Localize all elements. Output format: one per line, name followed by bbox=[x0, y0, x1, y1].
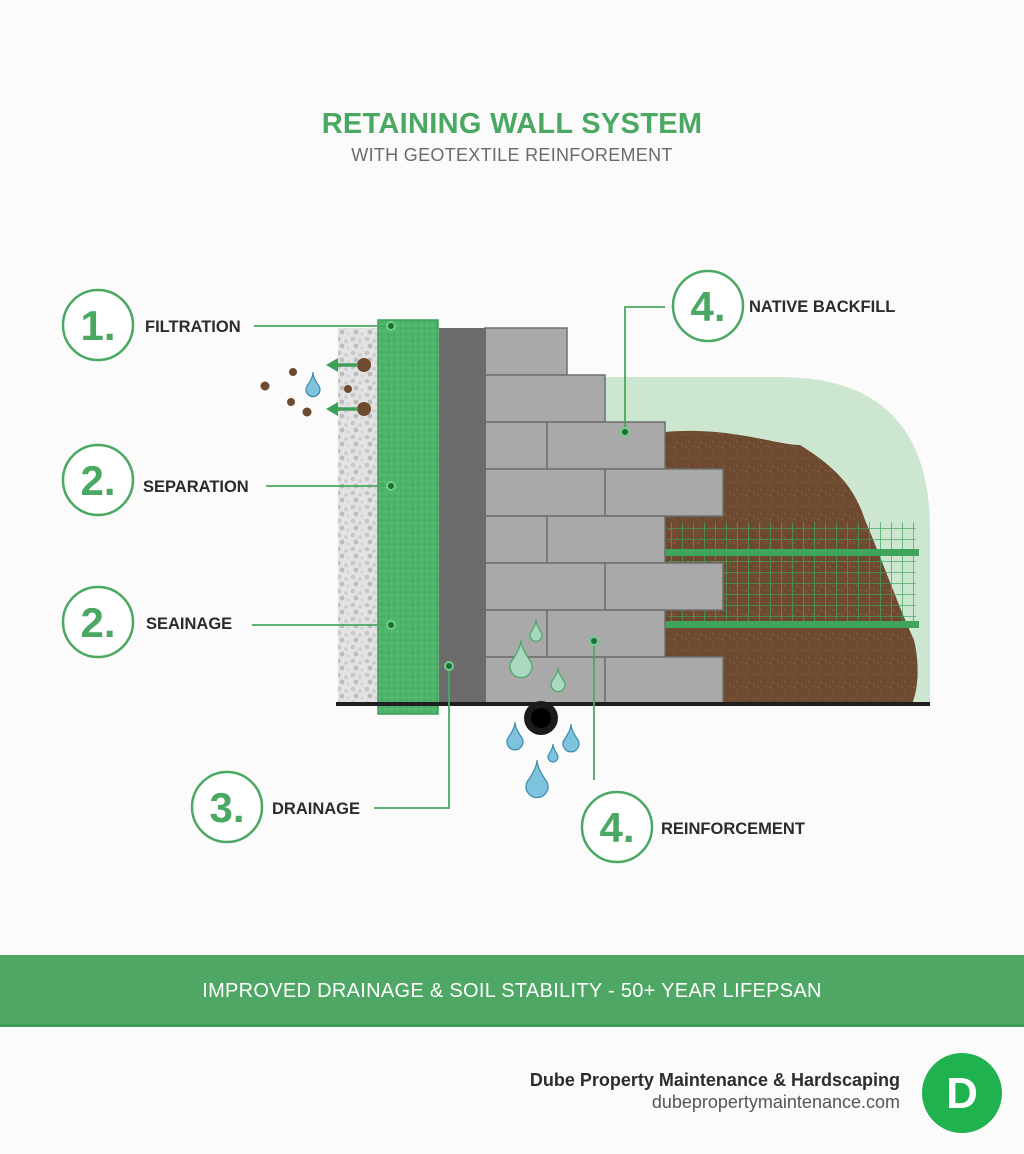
callout-2-circle bbox=[61, 443, 135, 517]
callout-2-label: SEPARATION bbox=[143, 478, 249, 496]
callout-4b-number: 4. bbox=[599, 804, 634, 851]
callout-2b-circle bbox=[61, 585, 135, 659]
geogrid-layer-upper bbox=[664, 549, 919, 556]
callout-1-number: 1. bbox=[80, 302, 115, 349]
callout-2b-label: SEAINAGE bbox=[146, 615, 232, 633]
company-logo: D bbox=[922, 1053, 1002, 1133]
leader-lines bbox=[252, 306, 665, 809]
callout-1-circle bbox=[61, 288, 135, 362]
logo-letter: D bbox=[946, 1069, 978, 1118]
water-drops bbox=[305, 371, 580, 799]
diagram-title: RETAINING WALL SYSTEM bbox=[321, 108, 703, 140]
title-block: RETAINING WALL SYSTEM WITH GEOTEXTILE RE… bbox=[0, 108, 1024, 166]
callout-4-number: 4. bbox=[690, 283, 725, 330]
banner-text: IMPROVED DRAINAGE & SOIL STABILITY - 50+… bbox=[202, 979, 822, 1002]
ground-line bbox=[336, 702, 930, 706]
soil-particles bbox=[260, 358, 371, 417]
callout-3-label: DRAINAGE bbox=[272, 800, 360, 818]
retaining-wall-diagram: 1. 2. 2. 3. 4. 4. FILTRATION SEPARATION … bbox=[61, 269, 930, 864]
diagram-subtitle: WITH GEOTEXTILE REINFOREMENT bbox=[351, 145, 673, 165]
banner-underline bbox=[0, 1024, 1024, 1027]
callout-4b-circle bbox=[580, 790, 654, 864]
drainage-aggregate bbox=[439, 328, 486, 704]
gravel-column bbox=[338, 328, 380, 704]
callout-2b-number: 2. bbox=[80, 599, 115, 646]
callout-2-number: 2. bbox=[80, 457, 115, 504]
company-name: Dube Property Maintenance & Hardscaping bbox=[529, 1070, 900, 1090]
callout-3-circle bbox=[190, 770, 264, 844]
geogrid-layer-lower bbox=[664, 621, 919, 628]
brand-block: Dube Property Maintenance & Hardscaping … bbox=[530, 1070, 900, 1113]
filtration-arrows bbox=[326, 358, 358, 416]
callout-3-number: 3. bbox=[209, 784, 244, 831]
callout-1-label: FILTRATION bbox=[145, 318, 241, 336]
company-url[interactable]: dubepropertymaintenance.com bbox=[651, 1092, 900, 1112]
geotextile-fabric bbox=[377, 319, 439, 715]
benefit-banner: IMPROVED DRAINAGE & SOIL STABILITY - 50+… bbox=[0, 955, 1024, 1027]
callout-4-circle bbox=[671, 269, 745, 343]
callout-4b-label: REINFORCEMENT bbox=[661, 820, 805, 838]
leader-dots bbox=[386, 321, 630, 671]
callout-4-label: NATIVE BACKFILL bbox=[749, 298, 895, 316]
